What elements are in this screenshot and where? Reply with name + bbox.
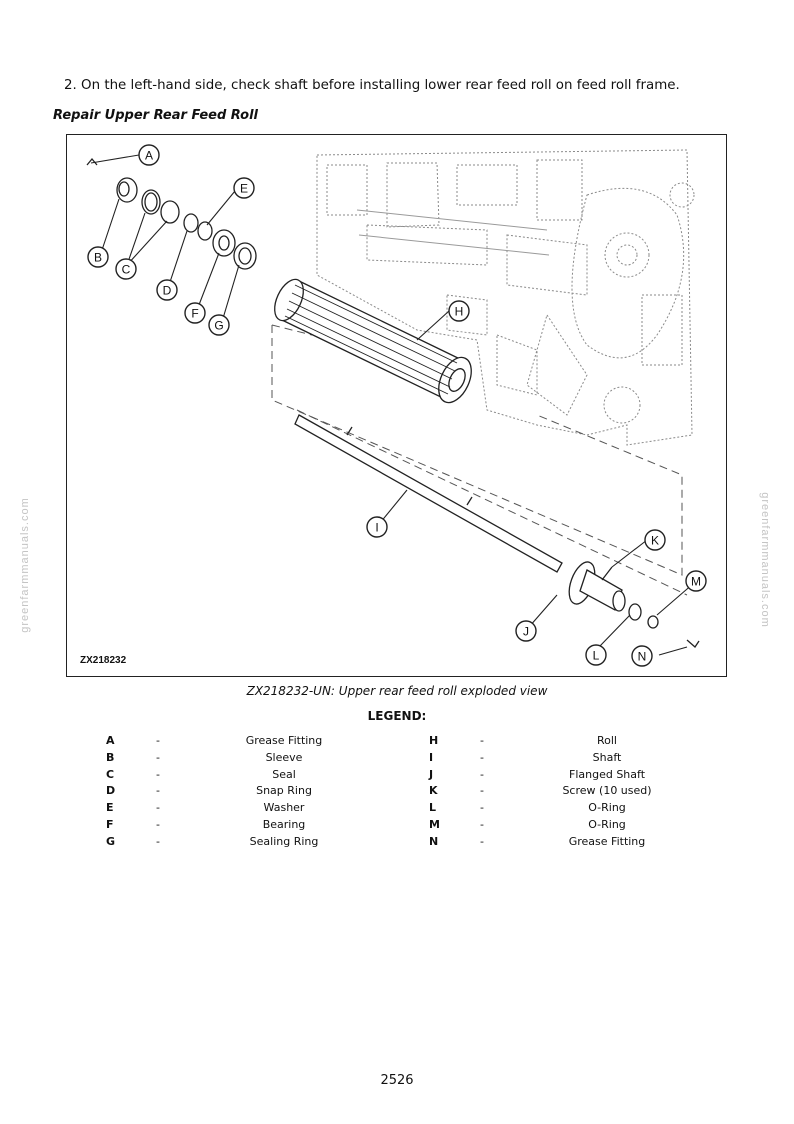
legend-dash: - (156, 817, 160, 831)
legend-key: E (106, 801, 114, 815)
legend-dash: - (480, 801, 484, 815)
watermark-right: greenfarmmanuals.com (759, 492, 771, 628)
svg-text:A: A (145, 149, 153, 163)
callout-n: N (631, 645, 653, 667)
legend-dash: - (480, 834, 484, 848)
belt-band (356, 209, 550, 256)
callout-m: M (685, 570, 707, 592)
legend-key: L (429, 801, 437, 815)
svg-text:B: B (94, 251, 102, 265)
legend-table: A - Grease Fitting H - Roll B - Sleeve I… (96, 734, 656, 852)
legend-row: E - Washer L - O-Ring (106, 801, 626, 815)
watermark-left: greenfarmmanuals.com (19, 497, 31, 633)
svg-text:I: I (375, 521, 378, 535)
svg-text:F: F (191, 307, 198, 321)
legend-key: F (106, 817, 114, 831)
figure-id: ZX218232 (80, 655, 127, 666)
legend-dash: - (156, 834, 160, 848)
legend-row: G - Sealing Ring N - Grease Fitting (106, 834, 646, 848)
legend-key: J (429, 767, 434, 781)
callout-e: E (233, 177, 255, 199)
svg-text:L: L (593, 649, 600, 663)
callout-g: G (208, 314, 230, 336)
exploded-view-drawing: A B C D E F G H I J K L M N (86, 144, 707, 667)
callout-d: D (156, 279, 178, 301)
legend-dash: - (156, 767, 160, 781)
callout-k: K (644, 529, 666, 551)
legend-key: B (106, 750, 115, 764)
page-number: 2526 (380, 1073, 414, 1088)
callout-l: L (585, 644, 607, 666)
callout-b: B (87, 246, 109, 268)
callout-j: J (515, 620, 537, 642)
callout-c: C (115, 258, 137, 280)
flanged-shaft-drawing (568, 561, 700, 648)
legend-row: A - Grease Fitting H - Roll (106, 734, 617, 747)
svg-text:D: D (163, 284, 172, 298)
legend-row: B - Sleeve I - Shaft (106, 750, 622, 764)
leader-lines (90, 154, 695, 656)
shaft-drawing (294, 414, 563, 573)
svg-text:H: H (455, 305, 464, 319)
legend-key: D (106, 784, 116, 798)
figure-caption: ZX218232-UN: Upper rear feed roll explod… (246, 684, 548, 698)
legend-row: F - Bearing M - O-Ring (106, 817, 626, 831)
legend-key: C (106, 767, 115, 781)
legend-dash: - (156, 750, 160, 764)
legend-row: D - Snap Ring K - Screw (10 used) (106, 784, 652, 798)
legend-dash: - (480, 784, 484, 798)
section-title: Repair Upper Rear Feed Roll (53, 108, 259, 123)
callout-f: F (184, 302, 206, 324)
svg-text:M: M (691, 575, 701, 589)
svg-text:K: K (651, 534, 659, 548)
exploded-view-figure: A B C D E F G H I J K L M N ZX218232 (66, 134, 727, 677)
legend-dash: - (156, 734, 160, 747)
svg-text:C: C (122, 263, 131, 277)
legend-dash: - (156, 784, 160, 798)
svg-text:G: G (214, 319, 223, 333)
legend-dash: - (156, 801, 160, 815)
legend-key: A (106, 734, 115, 747)
callout-h: H (448, 300, 470, 322)
small-parts-drawing (86, 157, 257, 270)
machine-frame-outline (316, 149, 695, 446)
legend-row: C - Seal J - Flanged Shaft (106, 767, 646, 781)
svg-text:E: E (240, 182, 248, 196)
svg-text:J: J (523, 625, 529, 639)
legend-key: G (106, 834, 116, 848)
legend-dash: - (480, 817, 484, 831)
legend-title: LEGEND: (367, 709, 427, 723)
legend-dash: - (480, 734, 484, 747)
legend-dash: - (480, 750, 484, 764)
legend-key: I (429, 750, 434, 764)
legend-key: N (429, 834, 439, 848)
callout-a: A (138, 144, 160, 166)
step-text: 2. On the left-hand side, check shaft be… (64, 78, 680, 93)
legend-dash: - (480, 767, 484, 781)
legend-key: H (429, 734, 439, 747)
svg-text:N: N (638, 650, 647, 664)
roll-drawing (274, 278, 472, 404)
callout-i: I (366, 516, 388, 538)
assembly-envelope (271, 324, 688, 596)
legend-key: M (429, 817, 440, 831)
legend-key: K (429, 784, 438, 798)
